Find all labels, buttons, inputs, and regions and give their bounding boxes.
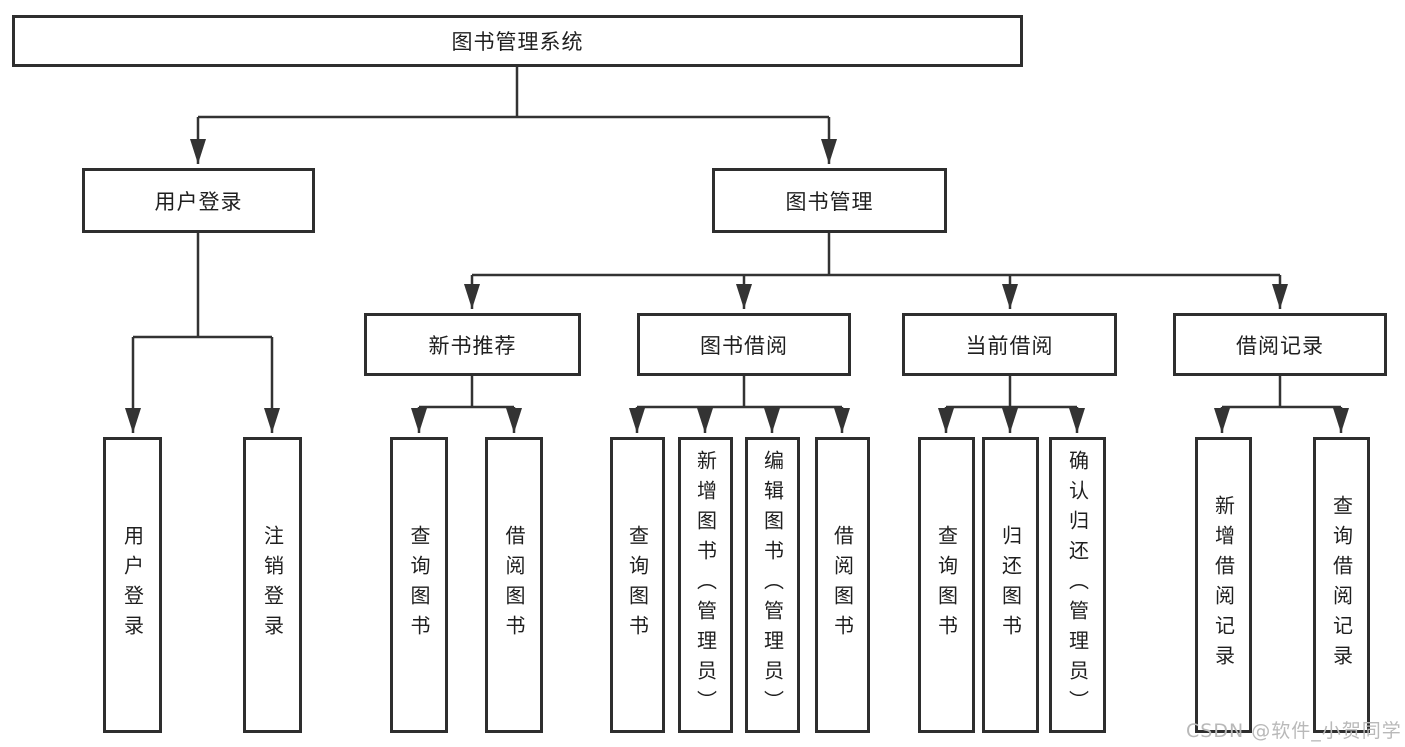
leaf-logout: 注销登录 [243, 437, 302, 733]
node-new-book-recommend-label: 新书推荐 [428, 333, 517, 358]
leaf-logout-label: 注销登录 [260, 525, 285, 645]
node-book-borrow-label: 图书借阅 [700, 333, 788, 358]
node-book-management-label: 图书管理 [785, 189, 874, 214]
watermark: CSDN @软件_小贺同学 [1186, 720, 1402, 742]
node-user-login-label: 用户登录 [154, 189, 243, 214]
leaf-query-books-recommend-label: 查询图书 [407, 525, 431, 645]
leaf-return-book: 归还图书 [982, 437, 1039, 733]
node-current-borrow-label: 当前借阅 [965, 333, 1054, 358]
leaf-confirm-return-admin-label: 确认归还（管理员） [1065, 450, 1090, 720]
node-book-borrow: 图书借阅 [637, 313, 851, 376]
leaf-return-book-label: 归还图书 [998, 525, 1023, 645]
leaf-add-borrow-record: 新增借阅记录 [1195, 437, 1252, 733]
node-borrow-record: 借阅记录 [1173, 313, 1387, 376]
leaf-query-books-recommend: 查询图书 [390, 437, 448, 733]
leaf-edit-book-admin-label: 编辑图书（管理员） [760, 450, 785, 720]
node-book-management: 图书管理 [712, 168, 947, 233]
leaf-query-books-borrow-label: 查询图书 [625, 525, 650, 645]
node-user-login: 用户登录 [82, 168, 315, 233]
node-new-book-recommend: 新书推荐 [364, 313, 581, 376]
leaf-borrow-books-recommend: 借阅图书 [485, 437, 543, 733]
leaf-borrow-books: 借阅图书 [815, 437, 870, 733]
leaf-confirm-return-admin: 确认归还（管理员） [1049, 437, 1106, 733]
leaf-borrow-books-recommend-label: 借阅图书 [502, 525, 526, 645]
leaf-edit-book-admin: 编辑图书（管理员） [745, 437, 800, 733]
leaf-query-borrow-record: 查询借阅记录 [1313, 437, 1370, 733]
leaf-add-book-admin: 新增图书（管理员） [678, 437, 733, 733]
leaf-add-borrow-record-label: 新增借阅记录 [1211, 495, 1236, 675]
leaf-add-book-admin-label: 新增图书（管理员） [693, 450, 718, 720]
node-root-label: 图书管理系统 [451, 30, 584, 54]
leaf-query-books-borrow: 查询图书 [610, 437, 665, 733]
node-borrow-record-label: 借阅记录 [1236, 333, 1324, 358]
leaf-user-login-label: 用户登录 [120, 525, 145, 645]
leaf-query-books-current: 查询图书 [918, 437, 975, 733]
leaf-borrow-books-label: 借阅图书 [830, 525, 855, 645]
leaf-user-login: 用户登录 [103, 437, 162, 733]
leaf-query-borrow-record-label: 查询借阅记录 [1329, 495, 1354, 675]
node-current-borrow: 当前借阅 [902, 313, 1117, 376]
leaf-query-books-current-label: 查询图书 [934, 525, 959, 645]
node-root: 图书管理系统 [12, 15, 1023, 67]
